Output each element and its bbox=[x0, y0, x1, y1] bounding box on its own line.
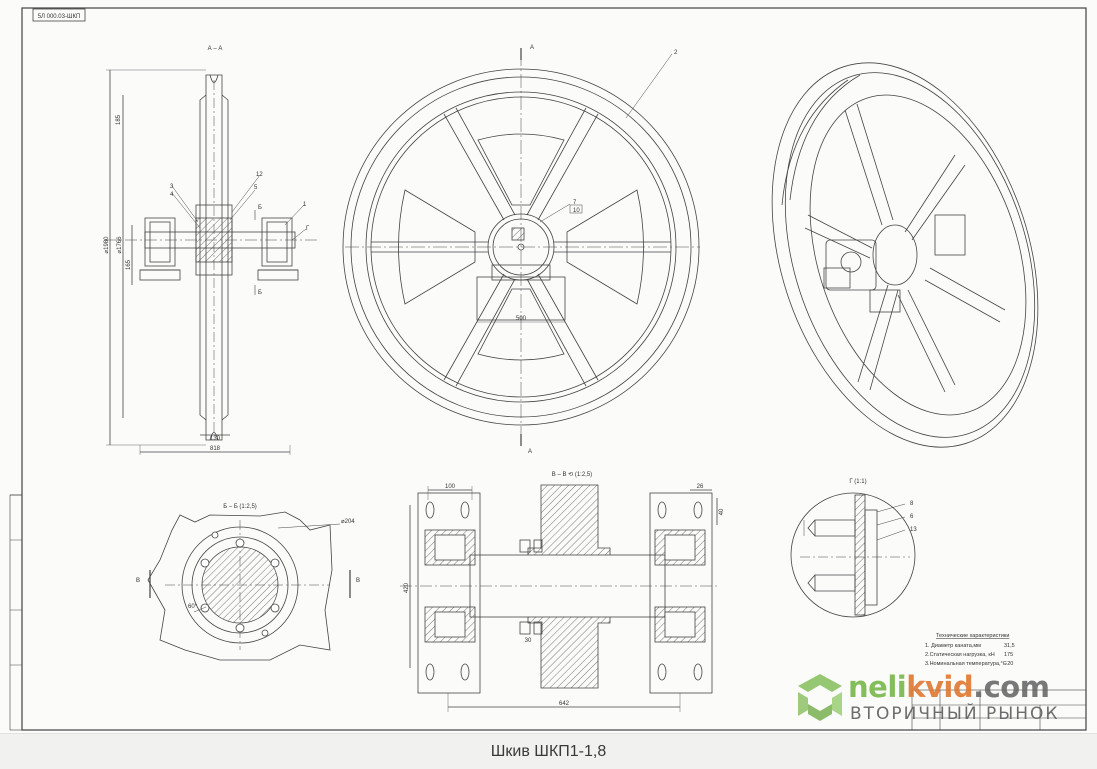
nelikvidi-tagline: ВТОРИЧНЫЙ РЫНОК bbox=[850, 704, 1060, 724]
cut-mark-a-bottom: А bbox=[528, 449, 532, 455]
section-aa-title: А – А bbox=[208, 46, 223, 52]
tech-spec-title: Технические характеристики bbox=[936, 633, 1009, 639]
tech-spec-row-2-value: 175 bbox=[1004, 652, 1013, 658]
stamp-box: 5Л 000.03-ШКП bbox=[32, 8, 86, 22]
pulley-front-view bbox=[342, 48, 700, 446]
tech-spec-row-1-label: 1. Диаметр каната,мм bbox=[925, 643, 981, 649]
tech-spec-table: Технические характеристики 1. Диаметр ка… bbox=[925, 633, 1015, 667]
dim-d642: 642 bbox=[559, 701, 570, 707]
section-vv-labels: В – В ⟲ (1:2,5) 100 420 642 26 40 30 bbox=[404, 472, 725, 707]
cut-mark-v-right: В bbox=[356, 578, 360, 584]
tech-spec-row-2-label: 2.Статическая нагрузка, кН bbox=[925, 652, 995, 658]
tech-spec-row-1-value: 31,5 bbox=[1004, 643, 1015, 649]
stamp-code: 5Л 000.03-ШКП bbox=[38, 14, 81, 20]
callout-8: 8 bbox=[910, 501, 914, 507]
callout-1: 1 bbox=[303, 202, 307, 208]
detail-g-labels: Г (1:1) 8 6 13 bbox=[849, 479, 917, 533]
callout-2: 2 bbox=[674, 50, 678, 56]
dim-d100: 100 bbox=[445, 484, 456, 490]
callout-5: 5 bbox=[254, 185, 258, 191]
callout-13: 13 bbox=[910, 527, 917, 533]
dim-d130: 130 bbox=[210, 436, 221, 442]
nelikvidi-logo-icon bbox=[798, 674, 842, 721]
detail-g-title: Г (1:1) bbox=[849, 479, 866, 485]
callout-3: 3 bbox=[170, 184, 174, 190]
callout-10: 10 bbox=[573, 208, 580, 214]
tech-spec-row-3-label: 3.Номинальная температура,°С bbox=[925, 661, 1007, 667]
cut-mark-b-bottom: Б bbox=[258, 290, 262, 296]
dim-d165: 165 bbox=[126, 259, 132, 270]
dim-d818: 818 bbox=[210, 446, 221, 452]
section-aa-view bbox=[105, 69, 320, 455]
cut-mark-b-top: Б bbox=[258, 205, 262, 211]
dim-d185: 185 bbox=[116, 114, 122, 125]
caption-bar: Шкив ШКП1-1,8 bbox=[0, 733, 1097, 769]
callout-7: 7 bbox=[573, 200, 577, 206]
sheet-frame bbox=[9, 7, 1087, 731]
cut-mark-a-top: А bbox=[530, 45, 534, 51]
nelikvidi-brand: nelikvid.com bbox=[848, 670, 1050, 704]
technical-drawing: 5Л 000.03-ШКП bbox=[9, 7, 1087, 731]
callout-4: 4 bbox=[170, 192, 174, 198]
section-bb-labels: Б – Б (1:2,5) В В ⌀204 60° bbox=[136, 504, 360, 610]
section-aa-labels: А – А ⌀1980 ⌀1766 185 165 130 818 3 4 12… bbox=[104, 46, 310, 452]
section-bb-view bbox=[147, 511, 351, 661]
dim-d1980: ⌀1980 bbox=[104, 236, 110, 254]
dim-d1766: ⌀1766 bbox=[117, 236, 123, 254]
dim-d30: 30 bbox=[525, 638, 532, 644]
image-caption: Шкив ШКП1-1,8 bbox=[490, 742, 607, 760]
dim-d26: 26 bbox=[697, 484, 704, 490]
pulley-front-labels: А А 2 7 10 500 bbox=[516, 45, 678, 455]
dim-d60: 60° bbox=[188, 604, 198, 610]
section-bb-title: Б – Б (1:2,5) bbox=[223, 504, 257, 510]
callout-6: 6 bbox=[910, 514, 914, 520]
detail-g-view bbox=[790, 492, 916, 618]
dim-d204: ⌀204 bbox=[341, 519, 355, 525]
pulley-isometric-view bbox=[771, 62, 1039, 448]
cut-mark-v-left: В bbox=[136, 578, 140, 584]
dim-d420: 420 bbox=[404, 582, 410, 593]
dim-d500: 500 bbox=[516, 316, 527, 322]
section-vv-view bbox=[400, 484, 720, 712]
section-vv-title: В – В ⟲ (1:2,5) bbox=[552, 472, 592, 478]
dim-d40: 40 bbox=[719, 508, 725, 515]
tech-spec-row-3-value: −20 bbox=[1004, 661, 1013, 667]
nelikvidi-watermark: nelikvid.com ВТОРИЧНЫЙ РЫНОК bbox=[796, 668, 1081, 728]
image-viewer[interactable]: 5Л 000.03-ШКП bbox=[0, 0, 1097, 733]
callout-12: 12 bbox=[256, 172, 263, 178]
title-block bbox=[911, 689, 1087, 731]
callout-g: Г bbox=[306, 226, 310, 232]
